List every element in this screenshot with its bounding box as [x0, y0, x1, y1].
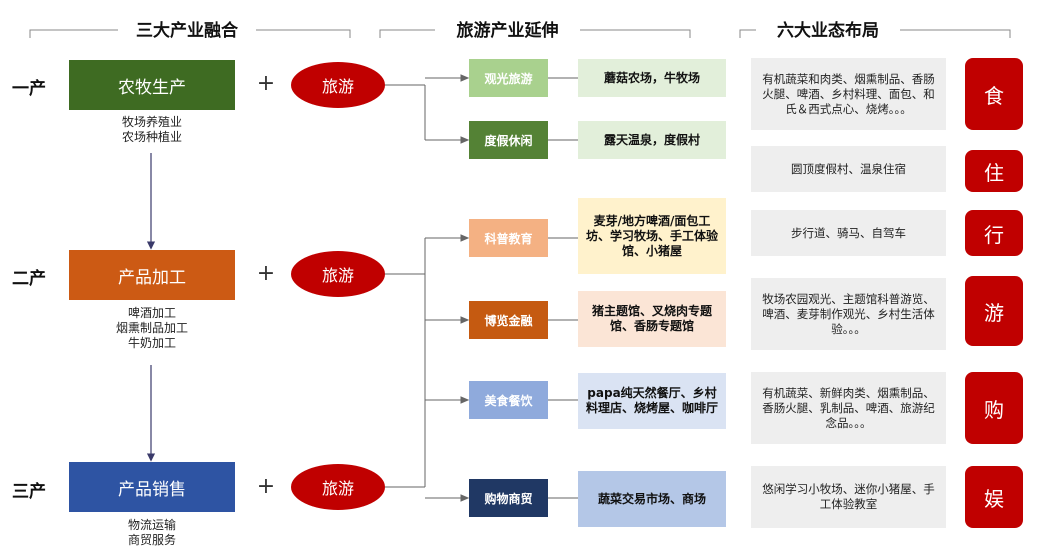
branch-arrowhead: [460, 234, 470, 242]
format-desc-travel: 步行道、骑马、自驾车: [751, 210, 946, 256]
badge-tour: 游: [965, 276, 1023, 346]
header-bracket-line: [580, 29, 691, 38]
category-dining: 美食餐饮: [469, 381, 548, 419]
badge-shop: 购: [965, 372, 1023, 444]
tourism-oval: 旅游: [291, 464, 385, 510]
level-label-secondary: 二产: [12, 269, 46, 289]
badge-travel: 行: [965, 210, 1023, 256]
header-bracket-line: [379, 29, 435, 38]
category-education: 科普教育: [469, 219, 548, 257]
badge-entertain: 娱: [965, 466, 1023, 528]
stage-sub-item: 牧场养殖业: [121, 115, 182, 129]
header-bracket-line: [739, 29, 756, 38]
product-expo: 猪主题馆、叉烧肉专题馆、香肠专题馆: [578, 291, 726, 347]
branch-arrowhead: [460, 74, 470, 82]
stage-processing: 产品加工: [69, 250, 235, 300]
category-expo: 博览金融: [469, 301, 548, 339]
tourism-oval: 旅游: [291, 251, 385, 297]
branch-arrowhead: [460, 136, 470, 144]
header-bracket-line: [256, 29, 351, 38]
stage-sales-subs: 物流运输 商贸服务: [69, 518, 235, 548]
header-bracket-line: [900, 29, 1011, 38]
header-industry-integration: 三大产业融合: [136, 21, 238, 41]
stage-sub-item: 烟熏制品加工: [115, 321, 188, 335]
level-label-primary: 一产: [12, 79, 46, 99]
stage-farming: 农牧生产: [69, 60, 235, 110]
stage-sub-item: 物流运输: [127, 518, 176, 532]
format-desc-shop: 有机蔬菜、新鲜肉类、烟熏制品、香肠火腿、乳制品、啤酒、旅游纪念品。。。: [751, 372, 946, 444]
product-sightseeing: 蘑菇农场，牛牧场: [578, 59, 726, 97]
stage-sub-item: 啤酒加工: [127, 306, 176, 320]
badge-eat: 食: [965, 58, 1023, 130]
level-label-tertiary: 三产: [12, 482, 46, 502]
category-shopping: 购物商贸: [469, 479, 548, 517]
stage-farming-subs: 牧场养殖业 农场种植业: [69, 115, 235, 145]
plus-sign: +: [256, 474, 276, 499]
stage-sub-item: 牛奶加工: [127, 336, 176, 350]
format-desc-tour: 牧场农园观光、主题馆科普游览、啤酒、麦芽制作观光、乡村生活体验。。。: [751, 278, 946, 350]
badge-stay: 住: [965, 150, 1023, 192]
format-desc-entertain: 悠闲学习小牧场、迷你小猪屋、手工体验教室: [751, 466, 946, 528]
format-desc-eat: 有机蔬菜和肉类、烟熏制品、香肠火腿、啤酒、乡村料理、面包、和氏＆西式点心、烧烤。…: [751, 58, 946, 130]
plus-sign: +: [256, 261, 276, 286]
format-desc-stay: 圆顶度假村、温泉住宿: [751, 146, 946, 192]
branch-arrowhead: [460, 316, 470, 324]
product-shopping: 蔬菜交易市场、商场: [578, 471, 726, 527]
tourism-oval: 旅游: [291, 62, 385, 108]
category-vacation: 度假休闲: [469, 121, 548, 159]
product-vacation: 露天温泉，度假村: [578, 121, 726, 159]
header-tourism-extension: 旅游产业延伸: [456, 21, 559, 41]
header-bracket-line: [29, 29, 118, 38]
plus-sign: +: [256, 71, 276, 96]
product-education: 麦芽/地方啤酒/面包工坊、学习牧场、手工体验馆、小猪屋: [578, 198, 726, 274]
branch-arrowhead: [460, 494, 470, 502]
category-sightseeing: 观光旅游: [469, 59, 548, 97]
header-six-formats: 六大业态布局: [777, 21, 879, 41]
stage-processing-subs: 啤酒加工 烟熏制品加工 牛奶加工: [69, 306, 235, 351]
product-dining: papa纯天然餐厅、乡村料理店、烧烤屋、咖啡厅: [578, 373, 726, 429]
stage-sub-item: 农场种植业: [121, 130, 182, 144]
stage-sub-item: 商贸服务: [127, 533, 176, 547]
branch-arrowhead: [460, 396, 470, 404]
stage-sales: 产品销售: [69, 462, 235, 512]
